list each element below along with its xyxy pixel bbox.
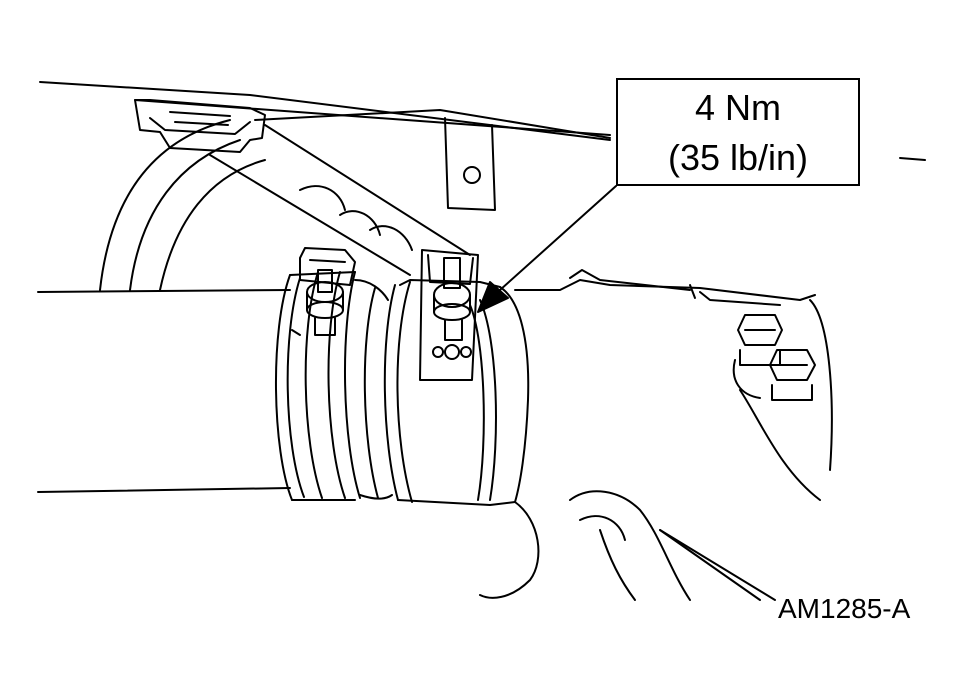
- torque-imperial-label: (35 lb/in): [667, 137, 809, 178]
- figure-id-label: AM1285-A: [778, 593, 911, 624]
- left-air-duct: [37, 289, 291, 493]
- figure-id-leader: [659, 529, 776, 601]
- callout-leader: [477, 185, 617, 313]
- retaining-clip: [134, 99, 266, 153]
- left-clamp-screw: [291, 247, 356, 336]
- left-hose-coupler: [275, 271, 399, 501]
- housing-bolts: [732, 314, 816, 401]
- diagonal-rod: [209, 124, 471, 276]
- right-clamp-screw: [419, 249, 479, 381]
- intake-housing: [479, 269, 833, 601]
- torque-callout-box: [616, 78, 860, 186]
- bracket-tab: [444, 117, 496, 211]
- torque-metric-label: 4 Nm: [694, 87, 781, 128]
- right-hose-coupler: [396, 279, 530, 506]
